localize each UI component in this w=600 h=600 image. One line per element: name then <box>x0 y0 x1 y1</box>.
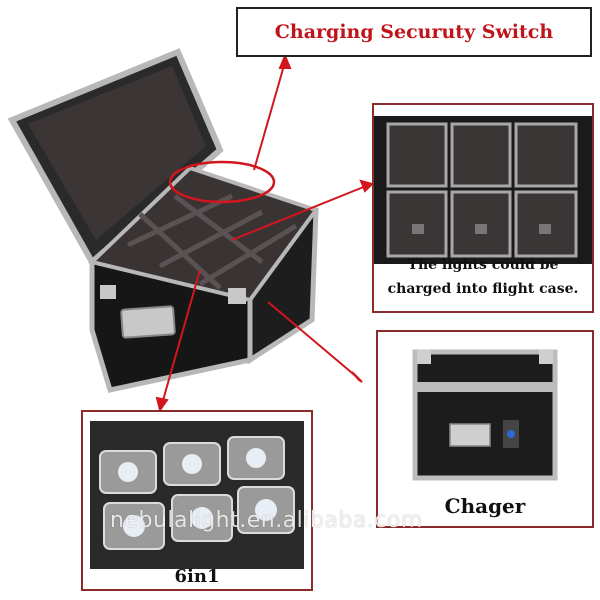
lights-photo <box>90 421 304 569</box>
compartments-caption-line1: The lights could be <box>407 257 559 273</box>
charger-panel <box>376 330 594 528</box>
title-box: Charging Securuty Switch <box>236 7 592 57</box>
compartments-panel <box>372 103 594 313</box>
compartments-caption: The lights could be charged into flight … <box>372 253 594 301</box>
watermark-text: nebulalight.en.alibaba.com <box>110 508 423 533</box>
case-handle <box>120 305 176 339</box>
lights-caption: 6in1 <box>174 566 220 587</box>
compartments-caption-line2: charged into flight case. <box>387 281 579 297</box>
case-top-opening <box>87 165 320 303</box>
compartments-photo <box>374 116 592 264</box>
title-text: Charging Securuty Switch <box>274 21 554 43</box>
switch-highlight-ellipse <box>168 160 276 204</box>
lights-panel <box>81 410 313 591</box>
charger-photo <box>412 349 558 481</box>
charger-caption: Chager <box>444 494 526 518</box>
